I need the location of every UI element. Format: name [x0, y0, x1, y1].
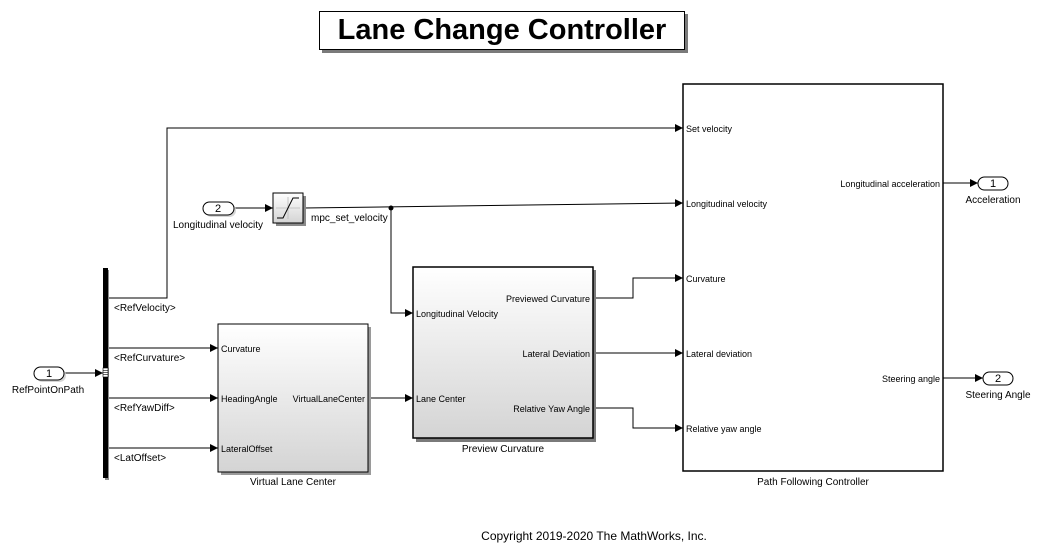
vlc-output-virtuallanecenter: VirtualLaneCenter — [293, 394, 365, 404]
outport-1-label: Acceleration — [965, 195, 1020, 206]
bus-signal-refyawdiff: <RefYawDiff> — [114, 403, 175, 414]
inport-1[interactable]: 1 RefPointOnPath — [12, 366, 84, 396]
inport-2[interactable]: 2 Longitudinal velocity — [173, 201, 263, 231]
pfc-input-curvature: Curvature — [686, 274, 726, 284]
vlc-block-name: Virtual Lane Center — [250, 477, 337, 488]
pfc-output-longitudinal-acceleration: Longitudinal acceleration — [840, 179, 940, 189]
outport-1[interactable]: 1 Acceleration — [965, 176, 1021, 206]
signal-line-mpc-set-velocity[interactable] — [303, 199, 684, 209]
signal-line-previewed-curvature[interactable] — [594, 274, 683, 299]
branch-point — [388, 205, 394, 211]
diagram-title: Lane Change Controller — [319, 11, 685, 50]
bus-signal-refvelocity: <RefVelocity> — [114, 303, 176, 314]
preview-curvature-block[interactable]: Longitudinal Velocity Lane Center Previe… — [412, 266, 596, 442]
inport-2-label: Longitudinal velocity — [173, 220, 263, 231]
signal-line-mpc-branch[interactable] — [390, 208, 413, 317]
pfc-input-longitudinal-velocity: Longitudinal velocity — [686, 199, 768, 209]
pfc-input-lateral-deviation: Lateral deviation — [686, 349, 752, 359]
bus-selector[interactable] — [102, 268, 109, 480]
pfc-block-name: Path Following Controller — [757, 477, 869, 488]
bus-signal-latoffset: <LatOffset> — [114, 453, 166, 464]
saturation-block[interactable] — [272, 192, 306, 226]
pc-block-name: Preview Curvature — [462, 444, 545, 455]
signal-line-refvelocity[interactable] — [109, 124, 683, 299]
pfc-input-relative-yaw-angle: Relative yaw angle — [686, 424, 762, 434]
inport-1-number: 1 — [46, 368, 52, 380]
path-following-controller-block[interactable]: Set velocity Longitudinal velocity Curva… — [682, 83, 944, 472]
pfc-input-set-velocity: Set velocity — [686, 124, 733, 134]
pc-output-relative-yaw-angle: Relative Yaw Angle — [513, 404, 590, 414]
pc-output-lateral-deviation: Lateral Deviation — [522, 349, 590, 359]
vlc-input-lateraloffset: LateralOffset — [221, 444, 273, 454]
signal-line-relative-yaw-angle[interactable] — [594, 407, 683, 432]
copyright-note: Copyright 2019-2020 The MathWorks, Inc. — [481, 529, 707, 543]
pc-input-longitudinal-velocity: Longitudinal Velocity — [416, 309, 499, 319]
bus-signal-refcurvature: <RefCurvature> — [114, 353, 185, 364]
pc-input-lane-center: Lane Center — [416, 394, 466, 404]
pfc-output-steering-angle: Steering angle — [882, 374, 940, 384]
vlc-input-headingangle: HeadingAngle — [221, 394, 278, 404]
outport-2[interactable]: 2 Steering Angle — [965, 371, 1031, 401]
inport-2-number: 2 — [215, 203, 221, 215]
virtual-lane-center-block[interactable]: Curvature HeadingAngle LateralOffset Vir… — [217, 323, 371, 475]
vlc-input-curvature: Curvature — [221, 344, 261, 354]
outport-2-number: 2 — [995, 373, 1001, 385]
pc-output-previewed-curvature: Previewed Curvature — [506, 294, 590, 304]
outport-2-label: Steering Angle — [965, 390, 1030, 401]
mpc-set-velocity-label: mpc_set_velocity — [311, 213, 388, 224]
inport-1-label: RefPointOnPath — [12, 385, 84, 396]
saturation-icon — [277, 197, 299, 219]
outport-1-number: 1 — [990, 178, 996, 190]
